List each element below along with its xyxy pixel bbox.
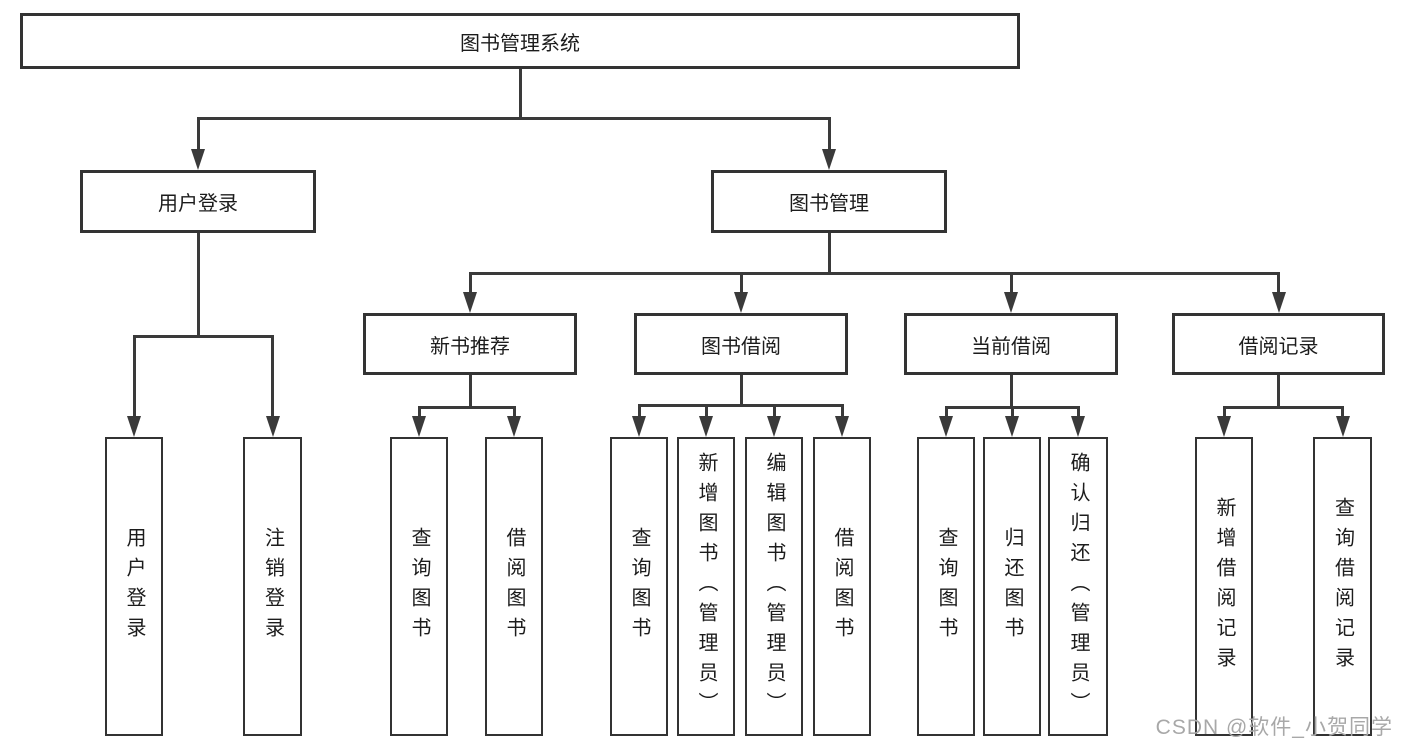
node-nb-query: 查询图书 [390, 437, 448, 736]
node-label-bb-query: 查询图书 [628, 526, 650, 647]
node-label-bb-add: 新增图书（管理员） [695, 451, 717, 722]
arrowhead-cb-confirm [1071, 416, 1085, 437]
connector-bb-add-drop [704, 405, 708, 418]
arrowhead-newbook [463, 292, 477, 313]
connector-login-rail [132, 334, 274, 338]
node-nb-borrow: 借阅图书 [485, 437, 543, 736]
node-label-records: 借阅记录 [1238, 335, 1319, 358]
arrowhead-logout [265, 416, 280, 437]
connector-cb-confirm-drop [1076, 407, 1080, 418]
node-records: 借阅记录 [1172, 313, 1385, 375]
connector-bookmgmt-stem [827, 233, 831, 275]
node-rec-query: 查询借阅记录 [1313, 437, 1372, 736]
node-bb-query: 查询图书 [610, 437, 668, 736]
node-logout: 注销登录 [243, 437, 302, 736]
node-label-user-login: 用户登录 [123, 526, 145, 647]
connector-login-drop [196, 118, 200, 151]
connector-rec-query-drop [1341, 407, 1344, 418]
connector-newbook-stem [468, 375, 472, 409]
connector-newbook-drop [468, 273, 472, 294]
connector-records-stem [1277, 375, 1280, 409]
connector-nb-query-drop [417, 407, 421, 418]
connector-newbook-rail [417, 405, 516, 409]
connector-current-stem [1009, 375, 1013, 409]
node-rec-add: 新增借阅记录 [1195, 437, 1253, 736]
node-label-bb-edit: 编辑图书（管理员） [763, 451, 785, 722]
arrowhead-bookmgmt [822, 149, 836, 170]
connector-records-drop [1277, 273, 1280, 294]
connector-bookmgmt-drop [827, 118, 831, 151]
connector-root-stem [518, 69, 522, 120]
node-bb-borrow: 借阅图书 [813, 437, 871, 736]
node-label-borrowing: 图书借阅 [701, 335, 781, 358]
connector-borrowing-rail [637, 403, 844, 407]
arrowhead-rec-add [1217, 416, 1231, 437]
connector-bb-edit-drop [772, 405, 776, 418]
arrowhead-bb-add [699, 416, 713, 437]
node-label-rec-query: 查询借阅记录 [1331, 496, 1354, 677]
node-cb-query: 查询图书 [917, 437, 975, 736]
connector-records-rail [1222, 405, 1344, 409]
node-current: 当前借阅 [904, 313, 1118, 375]
arrowhead-bb-borrow [835, 416, 849, 437]
connector-bookmgmt-rail [468, 271, 1280, 275]
node-label-bookmgmt: 图书管理 [789, 193, 869, 215]
arrowhead-nb-query [412, 416, 426, 437]
connector-current-drop [1009, 273, 1013, 294]
node-label-logout: 注销登录 [261, 526, 284, 647]
node-bookmgmt: 图书管理 [711, 170, 947, 233]
node-cb-confirm: 确认归还（管理员） [1048, 437, 1108, 736]
node-label-cb-confirm: 确认归还（管理员） [1067, 451, 1089, 722]
node-label-root: 图书管理系统 [460, 32, 580, 55]
node-user-login: 用户登录 [105, 437, 163, 736]
connector-bb-query-drop [637, 405, 641, 418]
arrowhead-bb-edit [767, 416, 781, 437]
node-label-nb-query: 查询图书 [408, 526, 430, 647]
connector-login-stem [196, 233, 200, 338]
connector-nb-borrow-drop [512, 407, 516, 418]
node-label-rec-add: 新增借阅记录 [1213, 496, 1235, 677]
node-bb-add: 新增图书（管理员） [677, 437, 735, 736]
connector-borrowing-drop [739, 273, 743, 294]
connector-bb-borrow-drop [840, 405, 844, 418]
node-cb-return: 归还图书 [983, 437, 1041, 736]
connector-cb-return-drop [1010, 407, 1014, 418]
node-label-login: 用户登录 [158, 193, 238, 215]
arrowhead-rec-query [1335, 416, 1350, 437]
node-label-cb-return: 归还图书 [1001, 526, 1023, 647]
arrowhead-bb-query [632, 416, 646, 437]
node-bb-edit: 编辑图书（管理员） [745, 437, 803, 736]
arrowhead-login [191, 149, 205, 170]
arrowhead-current [1004, 292, 1018, 313]
node-login: 用户登录 [80, 170, 316, 233]
arrowhead-user-login [127, 416, 141, 437]
arrowhead-cb-query [939, 416, 953, 437]
arrowhead-records [1271, 292, 1286, 313]
node-label-bb-borrow: 借阅图书 [831, 526, 853, 647]
node-root: 图书管理系统 [20, 13, 1020, 69]
arrowhead-cb-return [1005, 416, 1019, 437]
node-label-newbook: 新书推荐 [430, 335, 510, 358]
node-label-cb-query: 查询图书 [935, 526, 957, 647]
connector-rec-add-drop [1222, 407, 1226, 418]
node-borrowing: 图书借阅 [634, 313, 848, 375]
node-newbook: 新书推荐 [363, 313, 577, 375]
arrowhead-nb-borrow [507, 416, 521, 437]
arrowhead-borrowing [734, 292, 748, 313]
node-label-current: 当前借阅 [971, 335, 1051, 358]
connector-borrowing-stem [739, 375, 743, 407]
node-label-nb-borrow: 借阅图书 [503, 526, 525, 647]
connector-logout-drop [271, 336, 274, 418]
connector-user-login-drop [132, 336, 136, 418]
connector-cb-query-drop [944, 407, 948, 418]
connector-root-rail [196, 116, 831, 120]
